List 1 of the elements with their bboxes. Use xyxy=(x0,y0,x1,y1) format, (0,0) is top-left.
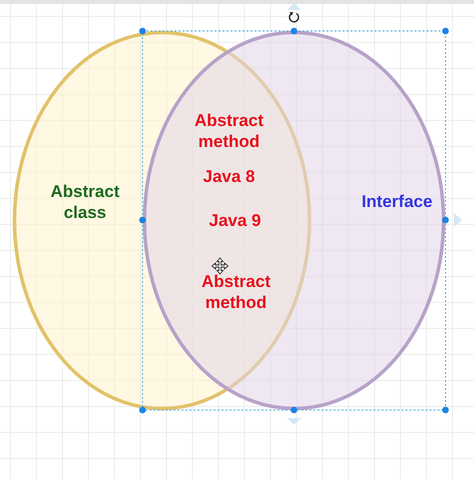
set-label: Abstract class xyxy=(50,181,120,223)
